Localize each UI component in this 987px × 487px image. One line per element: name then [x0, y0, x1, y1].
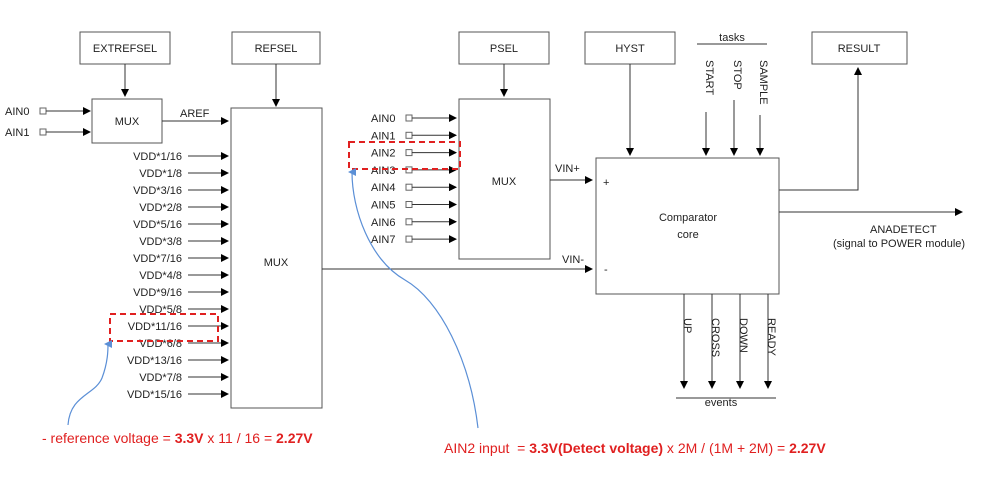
annotation-ain2-input: AIN2 input = 3.3V(Detect voltage) x 2M /…: [444, 440, 826, 456]
vdd-input-label: VDD*6/8: [139, 338, 182, 350]
result-label: RESULT: [838, 43, 881, 55]
vdd-input-label: VDD*3/8: [139, 236, 182, 248]
callout-line-right: [348, 167, 479, 429]
vdd-input-label: VDD*3/16: [133, 185, 182, 197]
psel-input-label: AIN1: [371, 130, 395, 142]
psel-input-pin: [405, 149, 413, 157]
vdd-input-label: VDD*11/16: [128, 321, 182, 333]
vdd-input-label: VDD*9/16: [133, 287, 182, 299]
psel-input-pin: [405, 201, 413, 208]
mux-ext-box: [91, 98, 163, 144]
hyst-box: [584, 31, 676, 65]
psel-input-label: AIN4: [371, 182, 395, 194]
hyst-label: HYST: [615, 43, 645, 55]
event-down: DOWN: [737, 318, 749, 353]
refsel-box: [231, 31, 321, 65]
mux-ext-label: MUX: [115, 116, 140, 128]
psel-input-label: AIN3: [371, 165, 395, 177]
highlight-vdd-11-16: [109, 313, 219, 342]
vdd-input-label: VDD*7/8: [139, 372, 182, 384]
psel-input-pin: [405, 218, 413, 226]
vdd-input-label: VDD*5/16: [133, 219, 182, 231]
vdd-input-label: VDD*1/16: [133, 151, 182, 163]
comparator-label-2: core: [677, 229, 698, 241]
event-up: UP: [681, 318, 693, 333]
task-start: START: [703, 60, 715, 95]
mux-ref-box: [230, 107, 323, 409]
tasks-label: tasks: [719, 32, 745, 44]
psel-input-label: AIN7: [371, 234, 395, 246]
psel-box: [458, 31, 550, 65]
events-label: events: [705, 397, 738, 409]
mux-psel-label: MUX: [492, 176, 517, 188]
vdd-input-label: VDD*1/8: [139, 168, 182, 180]
task-stop: STOP: [731, 60, 743, 90]
anadetect-note: (signal to POWER module): [833, 238, 965, 250]
psel-input-pin: [405, 235, 413, 243]
extrefsel-label: EXTREFSEL: [93, 43, 157, 55]
task-sample: SAMPLE: [757, 60, 769, 105]
plus-sign: +: [603, 177, 609, 189]
highlight-ain2: [348, 141, 461, 170]
comparator-core-box: [595, 157, 780, 295]
extrefsel-box: [79, 31, 171, 65]
refsel-label: REFSEL: [255, 43, 298, 55]
vin-plus-label: VIN+: [555, 163, 580, 175]
psel-input-label: AIN6: [371, 217, 395, 229]
annotation-reference-voltage: - reference voltage = 3.3V x 11 / 16 = 2…: [42, 430, 313, 446]
vdd-inputs: VDD*1/16VDD*1/8VDD*3/16VDD*2/8VDD*5/16VD…: [127, 151, 229, 401]
psel-input-pin: [405, 183, 413, 191]
mux-psel-box: [458, 98, 551, 260]
ext-input-ain1: AIN1: [5, 127, 29, 139]
psel-input-pin: [405, 114, 413, 122]
callout-line-left: [67, 340, 113, 426]
psel-input-label: AIN2: [371, 148, 395, 160]
aref-label: AREF: [180, 108, 210, 120]
vdd-input-label: VDD*15/16: [127, 389, 182, 401]
vdd-input-label: VDD*7/16: [133, 253, 182, 265]
result-box: [811, 31, 908, 65]
anadetect-label: ANADETECT: [870, 224, 937, 236]
minus-sign: -: [604, 264, 608, 276]
mux-ref-label: MUX: [264, 257, 289, 269]
event-cross: CROSS: [709, 318, 721, 357]
psel-label: PSEL: [490, 43, 518, 55]
psel-input-pin: [405, 131, 413, 139]
psel-input-label: AIN5: [371, 200, 395, 212]
comparator-label-1: Comparator: [659, 212, 717, 224]
vdd-input-label: VDD*4/8: [139, 270, 182, 282]
vin-minus-label: VIN-: [562, 254, 584, 266]
vdd-input-label: VDD*13/16: [127, 355, 182, 367]
ext-input-ain0: AIN0: [5, 106, 29, 118]
vdd-input-label: VDD*2/8: [139, 202, 182, 214]
event-ready: READY: [765, 318, 777, 357]
psel-input-label: AIN0: [371, 113, 395, 125]
